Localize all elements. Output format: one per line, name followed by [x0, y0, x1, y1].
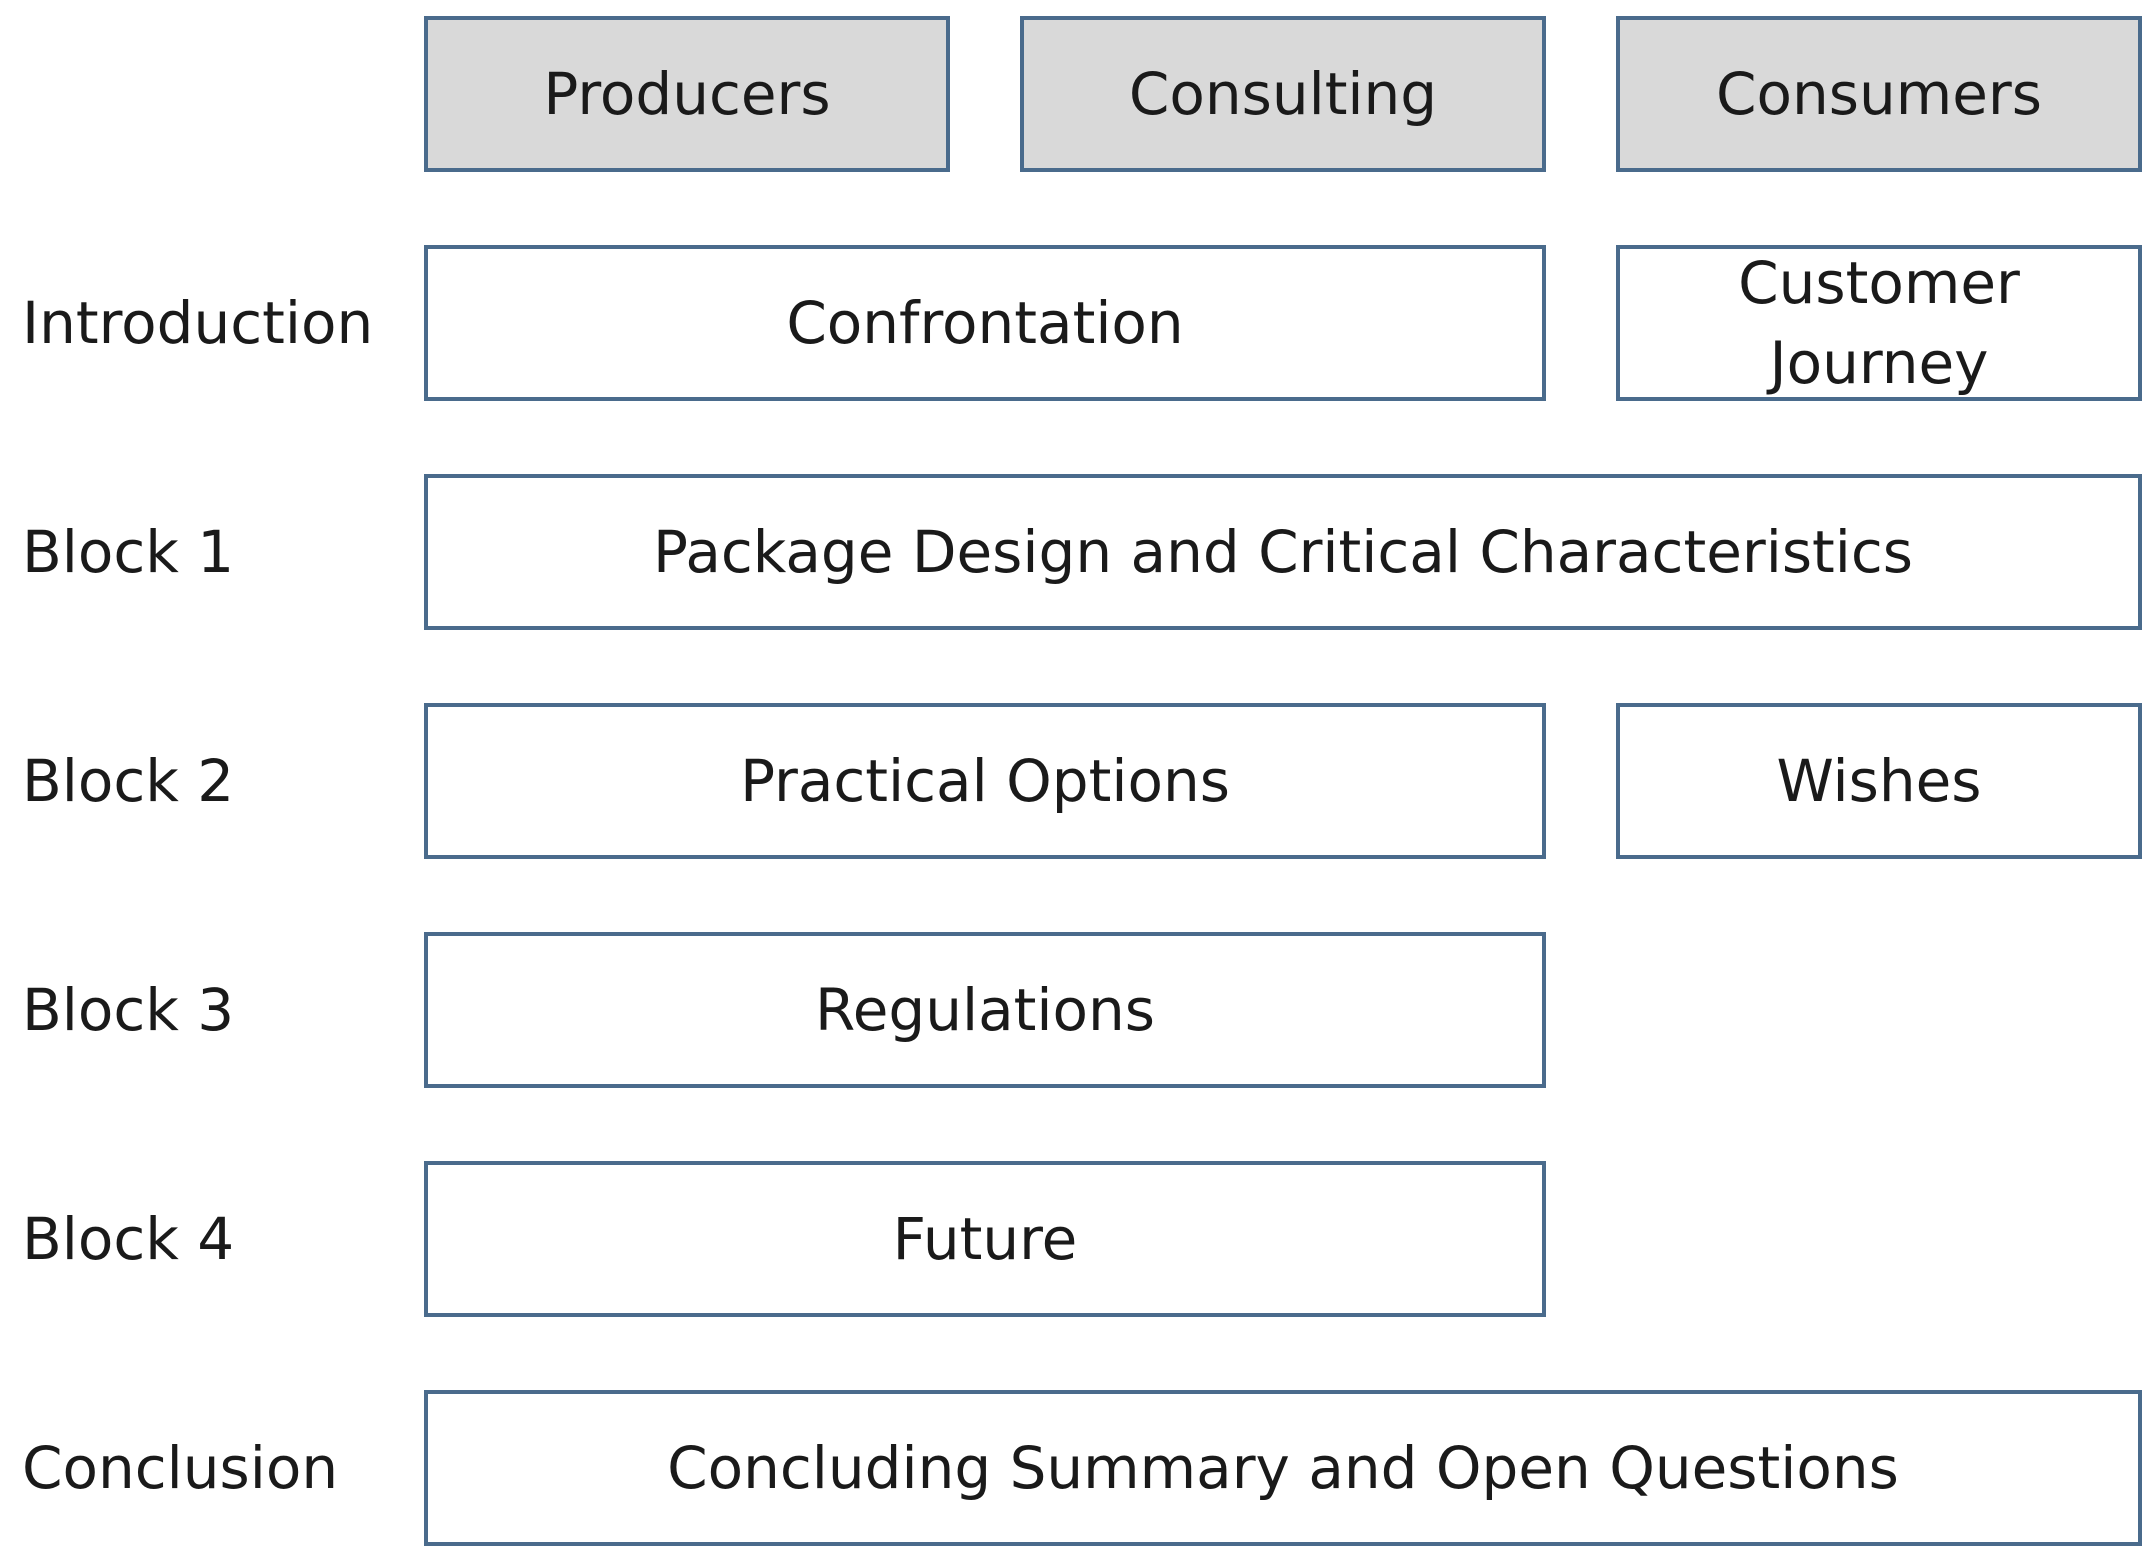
row-label-block-1: Block 1 [22, 518, 235, 586]
column-header-consulting-label: Consulting [1128, 59, 1438, 128]
box-package-design-label: Package Design and Critical Characterist… [652, 517, 1914, 586]
box-confrontation-label: Confrontation [786, 288, 1184, 357]
box-regulations-label: Regulations [815, 975, 1155, 1044]
column-header-consumers-label: Consumers [1716, 59, 2042, 128]
box-package-design: Package Design and Critical Characterist… [424, 474, 2142, 630]
box-future: Future [424, 1161, 1546, 1317]
box-practical-options: Practical Options [424, 703, 1546, 859]
box-wishes-label: Wishes [1776, 746, 1982, 815]
row-label-block-4: Block 4 [22, 1205, 235, 1273]
box-regulations: Regulations [424, 932, 1546, 1088]
column-header-producers-label: Producers [543, 59, 831, 128]
box-concluding-summary-label: Concluding Summary and Open Questions [667, 1433, 1899, 1502]
row-label-introduction: Introduction [22, 289, 374, 357]
row-label-block-2: Block 2 [22, 747, 235, 815]
box-customer-journey: Customer Journey [1616, 245, 2142, 401]
column-header-consumers: Consumers [1616, 16, 2142, 172]
column-header-producers: Producers [424, 16, 950, 172]
row-label-conclusion: Conclusion [22, 1434, 339, 1502]
box-confrontation: Confrontation [424, 245, 1546, 401]
row-label-block-3: Block 3 [22, 976, 235, 1044]
box-wishes: Wishes [1616, 703, 2142, 859]
box-practical-options-label: Practical Options [740, 746, 1230, 815]
box-concluding-summary: Concluding Summary and Open Questions [424, 1390, 2142, 1546]
box-future-label: Future [892, 1204, 1078, 1273]
column-header-consulting: Consulting [1020, 16, 1546, 172]
box-customer-journey-label: Customer Journey [1738, 248, 2020, 397]
